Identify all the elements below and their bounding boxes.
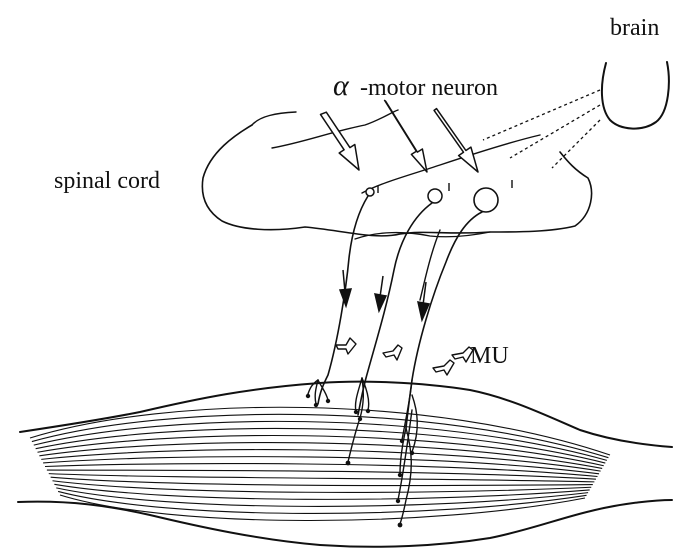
muscle-fiber	[36, 428, 606, 463]
neuron-soma-large	[474, 188, 498, 212]
input-arrow-3	[434, 109, 478, 172]
mu-pointer-2	[383, 345, 402, 360]
brain-outline	[602, 62, 669, 129]
mu-label: MU	[470, 343, 509, 369]
neuron-soma-medium	[428, 189, 442, 203]
signal-arrow-2	[375, 276, 386, 311]
brain-label: brain	[610, 15, 659, 41]
terminal-dots	[306, 394, 414, 528]
mu-pointer-1	[336, 338, 356, 354]
spinal-cord-outline	[202, 125, 591, 236]
input-arrow-1	[321, 112, 360, 170]
axon-sheath-3	[420, 230, 440, 300]
motor-neuron-label: -motor neuron	[360, 75, 498, 101]
spinal-cord-top	[252, 112, 296, 125]
alpha-symbol: α	[333, 69, 350, 102]
muscle-fibers	[30, 407, 610, 520]
mu-pointer-3	[433, 360, 454, 375]
input-arrow-2	[385, 100, 427, 172]
spinal-cord-label: spinal cord	[54, 168, 160, 194]
muscle-fiber	[41, 450, 600, 472]
muscle-fiber	[34, 421, 607, 460]
muscle-fiber	[53, 481, 592, 493]
brain-connections	[483, 90, 600, 168]
cord-surface-line	[362, 135, 540, 193]
muscle-fiber	[60, 495, 585, 521]
axon-3	[406, 212, 482, 428]
neuron-soma-small	[366, 188, 374, 196]
